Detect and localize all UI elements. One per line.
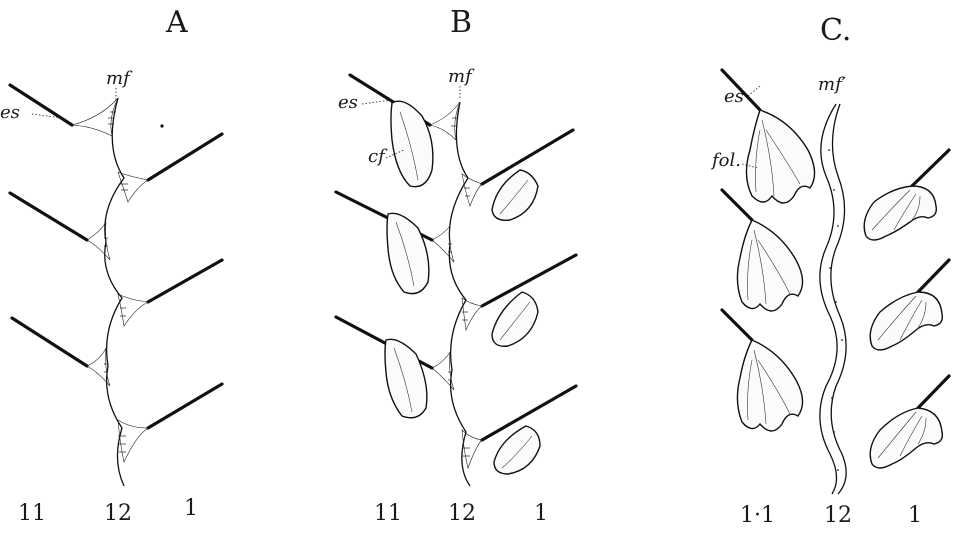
panel-b-fold-right-3 [494, 426, 540, 474]
panel-a-web-3 [87, 222, 110, 260]
panel-b-midrib [449, 102, 470, 486]
panel-c-spur-right-3 [918, 376, 949, 408]
panel-a-midrib [105, 98, 124, 486]
panel-a-label-es: es [0, 102, 20, 123]
panel-c-leaf-right-1 [864, 186, 936, 240]
panel-a-pos-11: 11 [18, 501, 46, 526]
panel-a-spur-left-2 [10, 193, 87, 240]
panel-a-web-4 [118, 294, 148, 326]
panel-b-label-es: es [338, 92, 358, 113]
panel-c-midrib-stipple [828, 149, 843, 471]
panel-c-midrib-right [831, 104, 846, 494]
panel-c-pos-1: 1 [908, 503, 922, 528]
panel-a-spur-right-3 [148, 384, 222, 428]
panel-b-fold-left-1 [391, 101, 433, 186]
panel-a-title: A [165, 5, 188, 40]
panel-b: B es m [336, 5, 576, 526]
panel-a-pos-1: 1 [184, 496, 198, 521]
panel-a-web-6 [118, 420, 148, 462]
panel-a-web-1 [72, 98, 118, 136]
panel-b-web-1 [430, 102, 460, 140]
panel-b-fold-left-3 [385, 339, 427, 418]
panel-c-label-fol: fol. [710, 150, 741, 171]
panel-b-pos-11: 11 [374, 501, 402, 526]
panel-a: A es mf 11 12 1 [0, 5, 222, 526]
panel-c-title: C. [820, 13, 851, 48]
panel-b-label-mf: mf [448, 66, 475, 87]
panel-b-fold-right-1 [492, 170, 538, 220]
panel-c-leaf-right-2 [870, 292, 942, 350]
panel-c-spur-left-3 [722, 310, 752, 340]
panel-b-pos-1: 1 [534, 501, 548, 526]
panel-c-leaf-right-3 [870, 408, 942, 468]
panel-a-dot [160, 124, 163, 127]
panel-b-label-cf: cf [368, 146, 388, 167]
panel-c-spur-left-2 [722, 190, 752, 220]
panel-b-hatching [448, 118, 470, 456]
panel-c-leaf-left-1 [746, 110, 814, 203]
panel-c-leaf-left-2 [737, 220, 802, 311]
panel-c-leaf-left-3 [737, 340, 802, 431]
panel-a-spur-right-1 [148, 134, 222, 180]
panel-b-fold-right-2 [492, 292, 538, 346]
panel-c: C. es mf′ [710, 13, 949, 528]
panel-a-spur-right-2 [148, 260, 222, 302]
panel-b-pos-12: 12 [448, 501, 476, 526]
panel-a-spur-left-3 [12, 318, 87, 366]
panel-b-web-2 [462, 174, 482, 206]
panel-c-label-mf: mf′ [818, 74, 846, 95]
panel-b-leader-es [362, 100, 392, 104]
panel-c-pos-12: 12 [824, 503, 852, 528]
panel-b-title: B [450, 5, 472, 40]
panel-a-label-mf: mf [106, 68, 133, 89]
panel-c-spur-right-1 [912, 150, 949, 186]
panel-c-leader-es [748, 86, 760, 96]
panel-c-spur-right-2 [918, 260, 949, 292]
panel-c-label-es: es [724, 86, 744, 107]
panel-a-pos-12: 12 [104, 501, 132, 526]
panel-c-pos-11: 1·1 [740, 503, 775, 528]
panel-b-fold-left-2 [387, 213, 429, 293]
